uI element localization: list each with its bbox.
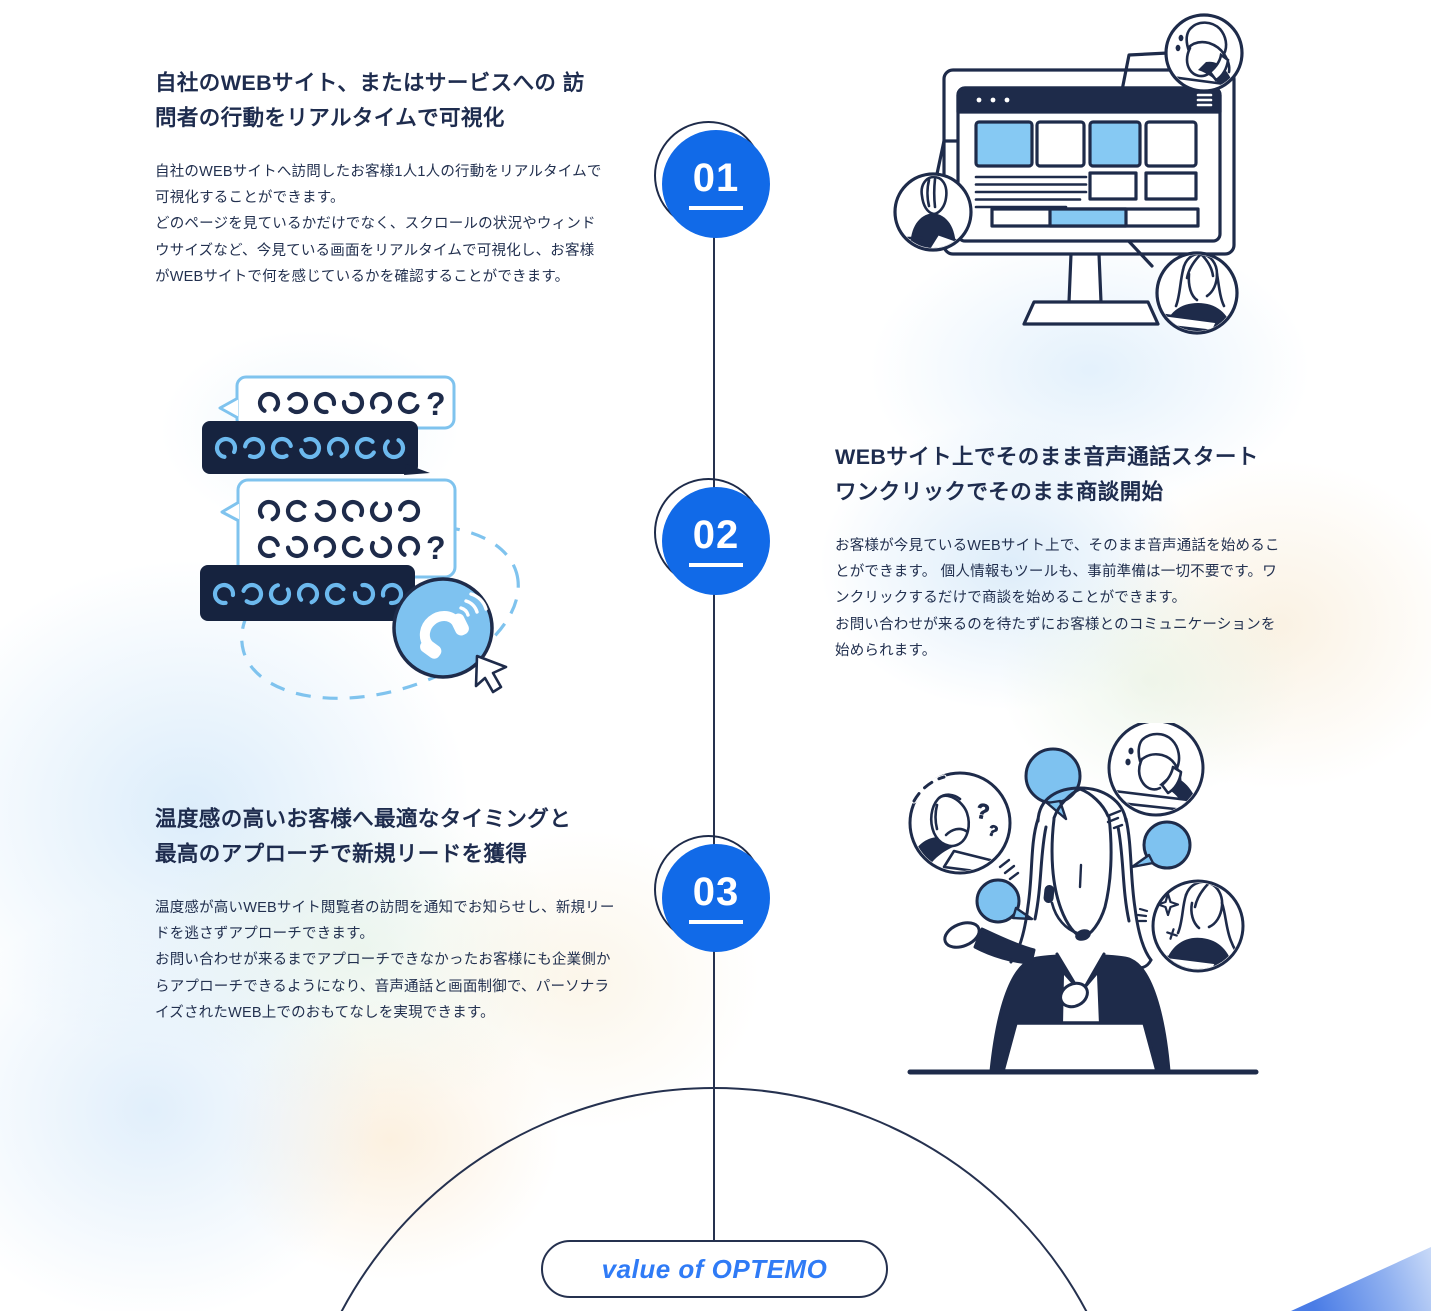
speech-bubble-icon bbox=[202, 421, 430, 475]
visitor-avatar bbox=[1155, 251, 1239, 335]
sparkle-icon bbox=[1166, 928, 1178, 940]
step-circle-disc: 01 bbox=[662, 130, 770, 238]
step-circle-01: 01 bbox=[654, 121, 770, 238]
feature-section-1: 自社のWEBサイト、またはサービスへの 訪問者の行動をリアルタイムで可視化 自社… bbox=[155, 66, 605, 291]
svg-text:?: ? bbox=[426, 386, 446, 422]
speech-bubble-icon bbox=[220, 478, 457, 579]
corner-triangle-decoration bbox=[1291, 1247, 1431, 1311]
step-circle-02: 02 bbox=[654, 478, 770, 595]
speech-bubble-icon bbox=[1130, 820, 1192, 870]
step-number: 01 bbox=[688, 158, 744, 210]
hamburger-menu-icon bbox=[1196, 93, 1213, 107]
support-agent-multitasking-illustration: ? ? bbox=[880, 719, 1280, 1083]
feature-title-line: ワンクリックでそのまま商談開始 bbox=[835, 479, 1164, 504]
feature-2-title: WEBサイト上でそのまま音声通話スタートワンクリックでそのまま商談開始 bbox=[835, 440, 1290, 510]
feature-body-line: お問い合わせが来るのを待たずにお客様とのコミュニケーションを始められます。 bbox=[835, 616, 1276, 660]
feature-body-line: お問い合わせが来るまでアプローチできなかったお客様にも企業側からアプローチできる… bbox=[155, 952, 611, 1022]
cursor-icon bbox=[474, 654, 508, 694]
feature-title-line: WEBサイト上でそのまま音声通話スタート bbox=[835, 445, 1259, 469]
headset-earpiece-icon bbox=[1043, 885, 1055, 903]
svg-text:?: ? bbox=[426, 530, 446, 566]
feature-3-description: 温度感が高いWEBサイト閲覧者の訪問を通知でお知らせし、新規リードを逃さずアプロ… bbox=[155, 895, 615, 1027]
step-number: 02 bbox=[688, 515, 744, 567]
feature-body-line: どのページを見ているかだけでなく、スクロールの状況やウィンドウサイズなど、今見て… bbox=[155, 216, 596, 286]
feature-2-description: お客様が今見ているWEBサイト上で、そのまま音声通話を始めることができます。 個… bbox=[835, 533, 1290, 665]
feature-section-2: WEBサイト上でそのまま音声通話スタートワンクリックでそのまま商談開始 お客様が… bbox=[835, 440, 1290, 665]
feature-title-line: 最高のアプローチで新規リードを獲得 bbox=[155, 841, 528, 866]
agent-figure bbox=[907, 786, 1259, 1075]
step-circle-03: 03 bbox=[654, 835, 770, 952]
feature-body-line: 温度感が高いWEBサイト閲覧者の訪問を通知でお知らせし、新規リードを逃さずアプロ… bbox=[155, 899, 615, 943]
speech-bubble-icon bbox=[218, 375, 456, 430]
sparkle-icon bbox=[1156, 892, 1180, 917]
feature-1-title: 自社のWEBサイト、またはサービスへの 訪問者の行動をリアルタイムで可視化 bbox=[155, 66, 605, 136]
customer-avatar: ? ? bbox=[908, 771, 1020, 881]
feature-title-line: 温度感の高いお客様へ最適なタイミングと bbox=[155, 807, 572, 831]
feature-title-line: 問者の行動をリアルタイムで可視化 bbox=[155, 105, 505, 130]
monitor-visitor-tracking-illustration bbox=[880, 8, 1280, 338]
laptop-icon bbox=[1001, 1021, 1159, 1073]
feature-3-title: 温度感の高いお客様へ最適なタイミングと最高のアプローチで新規リードを獲得 bbox=[155, 802, 615, 872]
step-circle-disc: 02 bbox=[662, 487, 770, 595]
value-badge-label: value of OPTEMO bbox=[601, 1253, 828, 1284]
feature-title-line: 自社のWEBサイト、またはサービスへの 訪 bbox=[155, 71, 585, 95]
headset-mic-arm bbox=[1050, 901, 1079, 935]
feature-body-line: お客様が今見ているWEBサイト上で、そのまま音声通話を始めることができます。 個… bbox=[835, 537, 1280, 607]
feature-section-3: 温度感の高いお客様へ最適なタイミングと最高のアプローチで新規リードを獲得 温度感… bbox=[155, 802, 615, 1027]
chat-voice-call-illustration: ? bbox=[180, 360, 520, 700]
timeline-connector-line bbox=[713, 184, 716, 1242]
feature-body-line: 自社のWEBサイトへ訪問したお客様1人1人の行動をリアルタイムで可視化することが… bbox=[155, 163, 602, 207]
question-mark-icon: ? bbox=[974, 799, 991, 824]
visitor-avatar bbox=[1164, 13, 1244, 93]
step-number: 03 bbox=[688, 872, 744, 924]
speech-bubble-icon bbox=[1024, 747, 1082, 821]
headset-mic-icon bbox=[1075, 929, 1091, 941]
value-of-optemo-badge: value of OPTEMO bbox=[541, 1240, 888, 1298]
feature-1-description: 自社のWEBサイトへ訪問したお客様1人1人の行動をリアルタイムで可視化することが… bbox=[155, 159, 605, 291]
step-circle-disc: 03 bbox=[662, 844, 770, 952]
speech-bubble-icon bbox=[975, 878, 1034, 924]
customer-avatar bbox=[1136, 879, 1245, 973]
